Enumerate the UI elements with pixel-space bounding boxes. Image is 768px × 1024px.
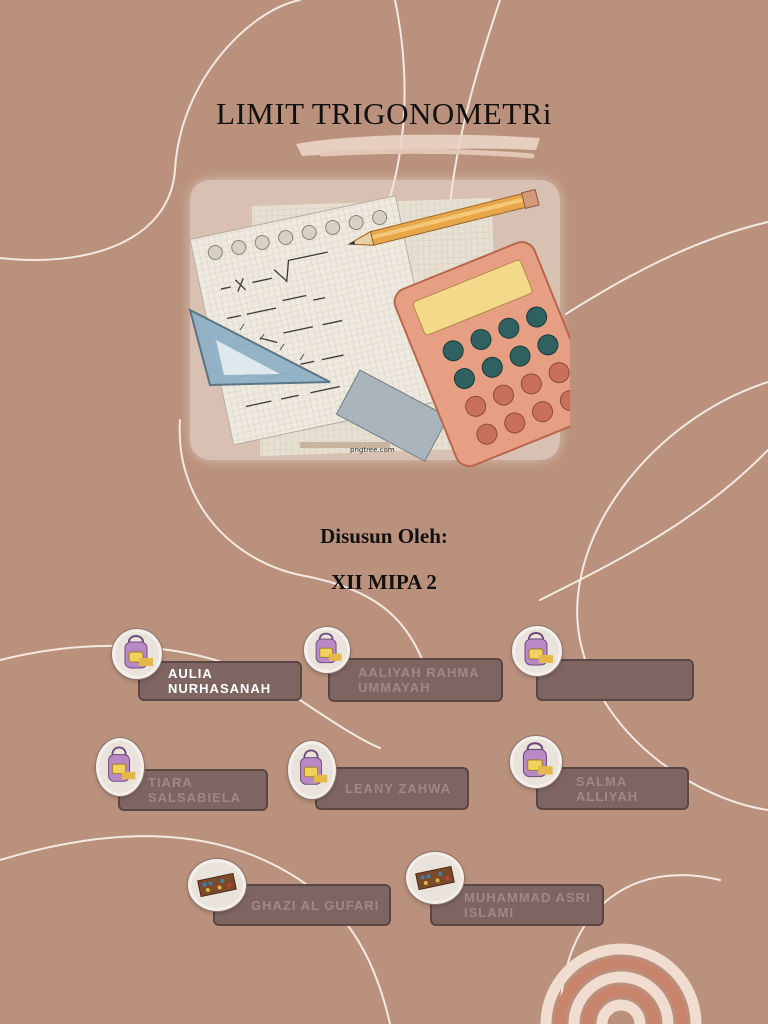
member-name: TIARA SALSABIELA: [148, 775, 242, 805]
class-name: XII MIPA 2: [331, 570, 437, 594]
illustration-watermark: pngtree.com: [350, 446, 395, 454]
title-brush-stroke: [296, 134, 540, 159]
prepared-by-label: Disusun Oleh:: [320, 524, 448, 548]
member-name-card: LEANY ZAHWA: [315, 767, 469, 810]
member-name: MUHAMMAD ASRI ISLAMI: [464, 890, 591, 920]
member-name: GHAZI AL GUFARI: [251, 897, 380, 913]
member-name-card: [536, 659, 694, 701]
member-name-card: MUHAMMAD ASRI ISLAMI: [430, 884, 604, 926]
backpack-icon: [512, 626, 562, 676]
member-name-card: TIARA SALSABIELA: [118, 769, 268, 811]
member-name-card: AULIA NURHASANAH: [138, 661, 302, 701]
member-name: SALMA ALLIYAH: [576, 773, 639, 804]
member-name-card: GHAZI AL GUFARI: [213, 884, 391, 926]
member-name-card: SALMA ALLIYAH: [536, 767, 689, 810]
backpack-icon: [112, 629, 162, 679]
backpack-icon: [510, 736, 562, 788]
abacus-icon: [406, 852, 464, 904]
member-name: LEANY ZAHWA: [345, 781, 452, 796]
math-illustration: pngtree.com: [188, 180, 570, 468]
backpack-icon: [304, 627, 350, 673]
backpack-icon: [96, 738, 144, 796]
backpack-icon: [288, 741, 336, 799]
rainbow-decoration: [540, 943, 702, 1024]
member-name: AULIA NURHASANAH: [168, 666, 272, 696]
member-name-card: AALIYAH RAHMA UMMAYAH: [328, 658, 503, 702]
member-name: AALIYAH RAHMA UMMAYAH: [358, 665, 480, 695]
page-title: LIMIT TRIGONOMETRi: [216, 96, 552, 131]
abacus-icon: [188, 859, 246, 911]
